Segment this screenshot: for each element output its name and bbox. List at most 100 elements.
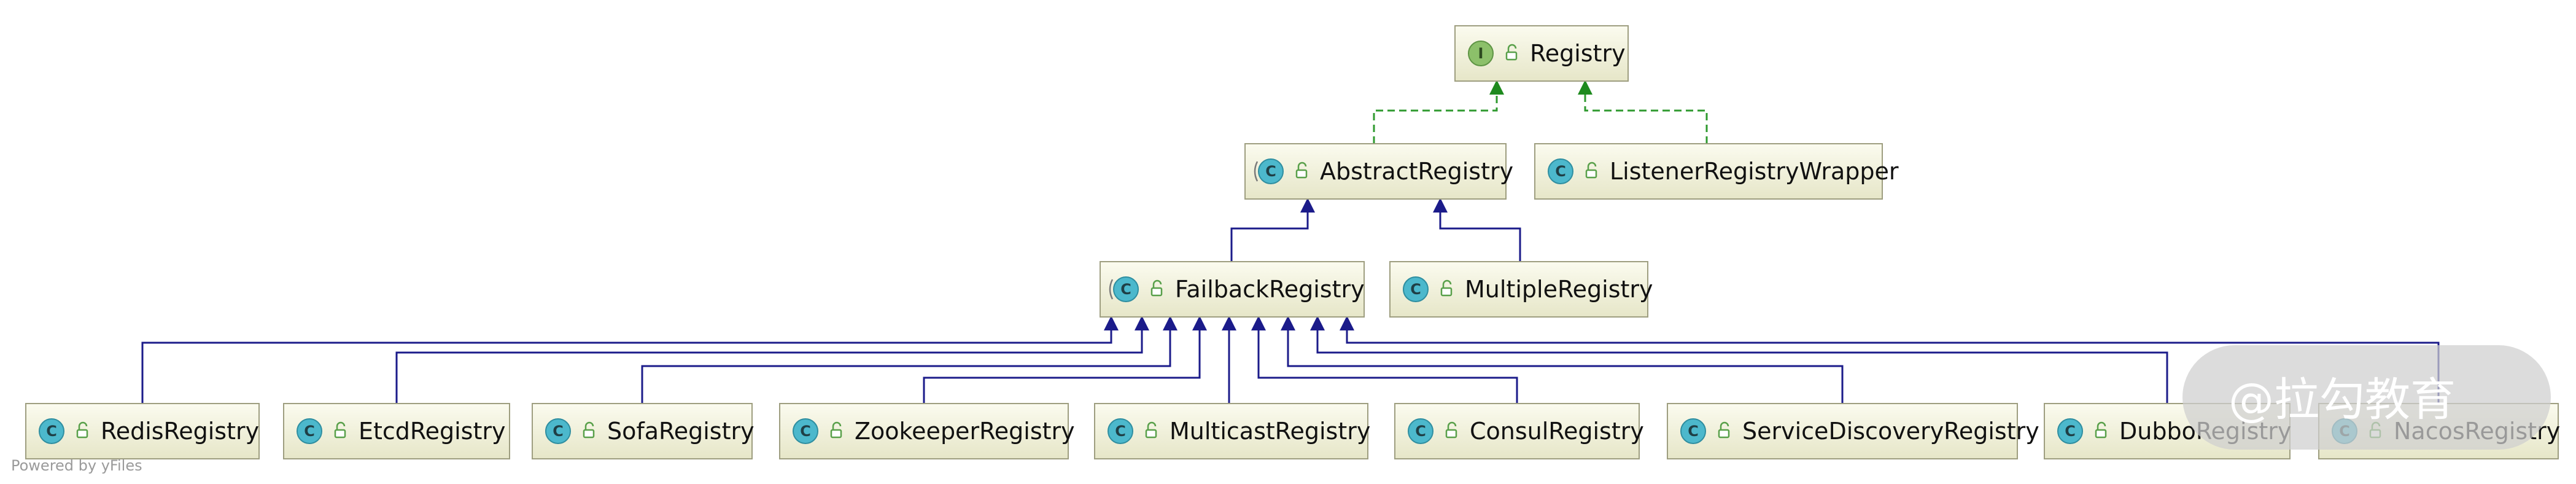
lock-body xyxy=(1505,51,1518,61)
arrowhead xyxy=(1104,316,1119,330)
badge-letter: C xyxy=(1410,281,1421,298)
lock-body xyxy=(1145,429,1157,439)
arrowhead xyxy=(1135,316,1149,330)
class-icon xyxy=(39,418,64,444)
node-etcd[interactable]: C EtcdRegistry xyxy=(283,403,510,459)
node-box xyxy=(283,403,510,459)
edges-layer xyxy=(141,80,2440,404)
lock-body xyxy=(1445,429,1457,439)
class-icon xyxy=(1403,276,1429,302)
lock-shackle xyxy=(832,421,842,430)
node-listener[interactable]: C ListenerRegistryWrapper xyxy=(1534,143,1899,200)
edge-abstract-to-registry xyxy=(1373,80,1504,144)
lock-icon xyxy=(2095,421,2107,439)
class-icon xyxy=(1113,276,1139,302)
node-box xyxy=(25,403,260,459)
implements-connector xyxy=(1584,93,1708,144)
node-box xyxy=(1244,143,1507,200)
arrowhead xyxy=(1310,316,1325,330)
lock-body xyxy=(76,429,88,439)
arrowhead xyxy=(1578,80,1593,95)
lock-shackle xyxy=(78,421,88,430)
lock-shackle xyxy=(336,421,346,430)
badge-letter: C xyxy=(304,423,315,440)
badge-letter: C xyxy=(1688,423,1699,440)
extends-connector xyxy=(923,329,1201,404)
node-label: ZookeeperRegistry xyxy=(855,418,1075,445)
arrowhead xyxy=(1300,198,1315,213)
class-icon xyxy=(1408,418,1433,444)
lock-body xyxy=(1440,287,1453,297)
badge-letter: I xyxy=(1478,45,1484,62)
lock-body xyxy=(830,429,842,439)
node-zookeeper[interactable]: C ZookeeperRegistry xyxy=(779,403,1075,459)
lock-shackle xyxy=(584,421,594,430)
extends-connector xyxy=(1316,329,2168,404)
extends-connector xyxy=(1230,211,1309,262)
lock-icon xyxy=(1295,162,1308,179)
badge-letter: C xyxy=(1115,423,1126,440)
lock-icon xyxy=(76,421,88,439)
edge-dubbo-to-failback xyxy=(1310,316,2168,404)
node-label: FailbackRegistry xyxy=(1175,276,1365,303)
extends-connector xyxy=(395,329,1143,404)
badge-letter: C xyxy=(2065,423,2076,440)
lock-shackle xyxy=(1297,162,1307,170)
lock-icon xyxy=(1585,162,1597,179)
lock-shackle xyxy=(1720,421,1729,430)
lock-icon xyxy=(830,421,842,439)
class-icon xyxy=(1258,158,1284,184)
badge-letter: C xyxy=(1415,423,1426,440)
node-label: EtcdRegistry xyxy=(359,418,506,445)
node-label: ListenerRegistryWrapper xyxy=(1610,158,1899,185)
edge-multicast-to-failback xyxy=(1222,316,1236,404)
lock-body xyxy=(1585,169,1597,179)
lock-icon xyxy=(583,421,595,439)
class-icon xyxy=(1548,158,1573,184)
node-consul[interactable]: C ConsulRegistry xyxy=(1394,403,1644,459)
class-icon xyxy=(297,418,322,444)
abstract-marker xyxy=(1254,161,1259,182)
lock-icon xyxy=(1718,421,1730,439)
lock-shackle xyxy=(1152,279,1162,288)
class-icon xyxy=(1680,418,1706,444)
node-label: ConsulRegistry xyxy=(1470,418,1644,445)
lock-icon xyxy=(1445,421,1457,439)
node-label: SofaRegistry xyxy=(607,418,755,445)
arrowhead xyxy=(1340,316,1354,330)
node-box xyxy=(1100,261,1365,318)
arrowhead xyxy=(1192,316,1207,330)
node-box xyxy=(1389,261,1648,318)
edge-failback-to-abstract xyxy=(1230,198,1315,262)
badge-letter: C xyxy=(800,423,811,440)
edge-consul-to-failback xyxy=(1251,316,1518,404)
watermark: @拉勾教育 xyxy=(2182,345,2551,450)
badge-letter: C xyxy=(1555,163,1566,180)
watermark-background xyxy=(2182,345,2551,450)
extends-connector xyxy=(1439,211,1521,262)
lock-shackle xyxy=(2097,421,2106,430)
node-box xyxy=(1394,403,1640,459)
lock-icon xyxy=(334,421,346,439)
lock-shackle xyxy=(1587,162,1597,170)
extends-connector xyxy=(1287,329,1844,404)
class-icon xyxy=(545,418,571,444)
arrowhead xyxy=(1433,198,1448,213)
extends-connector xyxy=(141,329,1112,404)
edge-redis-to-failback xyxy=(141,316,1119,404)
node-label: RedisRegistry xyxy=(101,418,259,445)
node-label: MultipleRegistry xyxy=(1465,276,1653,303)
class-icon xyxy=(2057,418,2083,444)
lock-icon xyxy=(1440,279,1453,297)
lock-icon xyxy=(1505,44,1518,61)
lock-shackle xyxy=(1147,421,1157,430)
node-multiple[interactable]: C MultipleRegistry xyxy=(1389,261,1653,318)
